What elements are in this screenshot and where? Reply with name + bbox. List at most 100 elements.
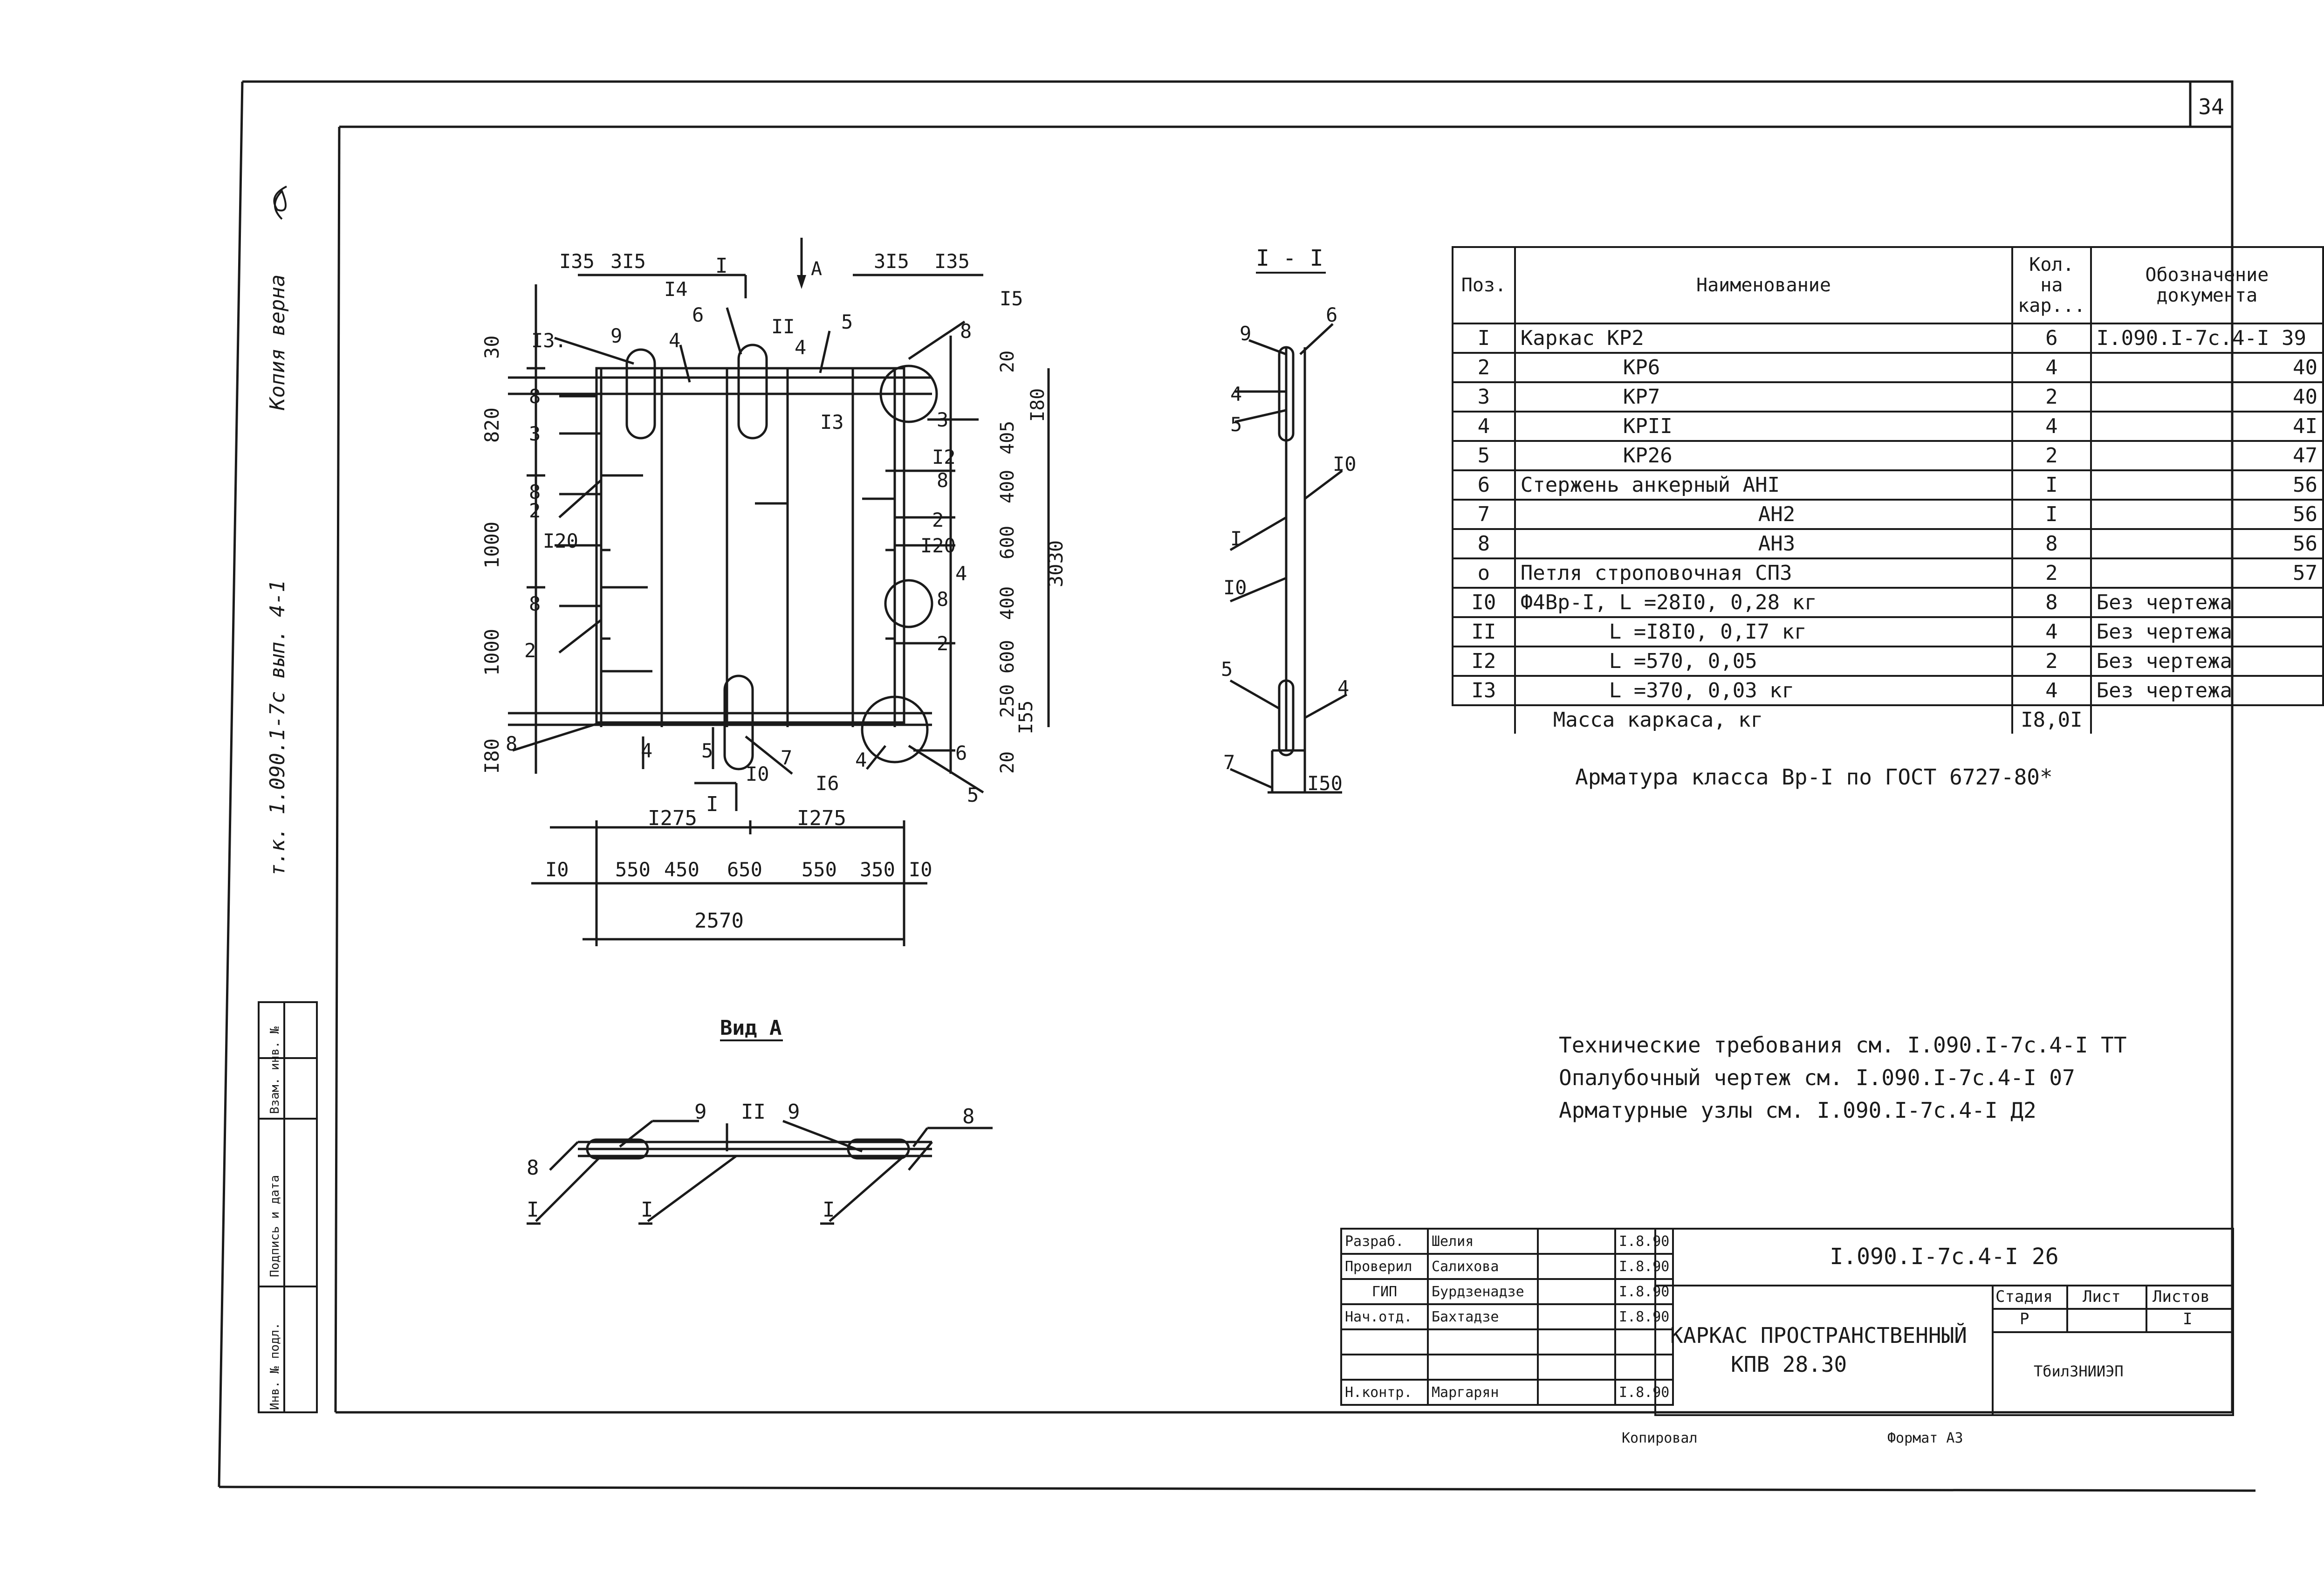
doc-code: I.090.I-7с.4-I 26 <box>1830 1244 2059 1270</box>
svg-text:5: 5 <box>967 784 979 806</box>
svg-text:2: 2 <box>529 499 541 522</box>
mass-value: I8,0I <box>2011 704 2092 734</box>
svg-text:4: 4 <box>669 329 680 352</box>
view-a <box>527 1120 993 1225</box>
dim-top-2: 3I5 <box>610 250 646 273</box>
dim-right-400b: 400 <box>997 586 1018 620</box>
section-view <box>1229 323 1348 794</box>
table-row <box>1340 1328 1674 1355</box>
dim-b2-1: 550 <box>615 858 651 881</box>
svg-text:6: 6 <box>955 742 967 764</box>
dim-right-3030: 3030 <box>1044 540 1067 587</box>
footer-copied: Копировал <box>1622 1430 1698 1446</box>
spec-header-doc: Обозначение документа <box>2090 246 2324 324</box>
dim-right-180: I80 <box>1027 388 1049 422</box>
dim-total-2570: 2570 <box>694 909 744 933</box>
specification-table: Поз. Наименование Кол. на кар... Обознач… <box>1452 246 2324 734</box>
svg-text:I50: I50 <box>1307 772 1343 795</box>
plan-view <box>508 238 1050 946</box>
svg-text:9: 9 <box>694 1100 707 1124</box>
organization: ТбилЗНИИЭП <box>2034 1362 2124 1380</box>
section-labels: 9 6 4 5 I0 I I0 5 4 7 I50 <box>1221 303 1357 795</box>
note-technical: Технические требования см. I.090.I-7с.4-… <box>1559 1032 2127 1058</box>
svg-text:2: 2 <box>937 632 948 655</box>
drawing-title-line1: КАРКАС ПРОСТРАНСТВЕННЫЙ <box>1670 1323 1967 1348</box>
svg-text:9: 9 <box>610 324 622 347</box>
note-nodes: Арматурные узлы см. I.090.I-7с.4-I Д2 <box>1559 1098 2036 1123</box>
svg-text:II: II <box>741 1100 766 1124</box>
sheet-number: 34 <box>2198 94 2224 119</box>
section-mark-bottom: I <box>706 792 719 816</box>
svg-text:4: 4 <box>1337 676 1349 699</box>
svg-text:I0: I0 <box>1333 453 1357 475</box>
dim-left-820: 820 <box>480 407 503 443</box>
stage-value: Р <box>2020 1310 2029 1328</box>
svg-text:8: 8 <box>937 469 948 492</box>
svg-text:I5: I5 <box>1000 287 1023 310</box>
dim-right-400a: 400 <box>997 470 1018 503</box>
svg-text:4: 4 <box>955 562 967 585</box>
dim-top-1: I35 <box>559 250 595 273</box>
spec-header-row: Поз. Наименование Кол. на кар... Обознач… <box>1452 246 2324 324</box>
spec-header-name: Наименование <box>1514 246 2014 324</box>
table-row <box>1340 1354 1674 1381</box>
dim-right-600b: 600 <box>997 640 1018 674</box>
svg-text:8: 8 <box>529 481 541 503</box>
svg-text:7: 7 <box>781 746 792 769</box>
stamp-inv-label: Инв. № подл. <box>268 1322 282 1410</box>
svg-text:I20: I20 <box>543 530 578 552</box>
svg-text:8: 8 <box>937 588 948 611</box>
copy-certified-note: Копия верна <box>266 275 289 411</box>
svg-text:I: I <box>641 1198 653 1222</box>
dim-right-20b: 20 <box>997 751 1018 774</box>
svg-text:I3: I3 <box>820 411 844 433</box>
left-stamp <box>258 1001 318 1413</box>
svg-text:I2: I2 <box>932 446 956 468</box>
copy-signature-icon <box>273 186 287 220</box>
svg-text:8: 8 <box>962 1105 975 1128</box>
svg-text:2: 2 <box>932 509 944 531</box>
svg-text:5: 5 <box>1221 658 1233 681</box>
dim-top-4: I35 <box>934 250 970 273</box>
dim-b2-0: I0 <box>545 858 569 881</box>
dim-right-250: 250 <box>997 684 1018 718</box>
stamp-sign-label: Подпись и дата <box>268 1175 282 1277</box>
svg-text:4: 4 <box>641 739 652 762</box>
svg-text:I3.: I3. <box>531 329 567 352</box>
svg-text:I6: I6 <box>816 772 839 795</box>
dim-left-1000a: 1000 <box>480 522 503 569</box>
svg-text:3: 3 <box>529 422 541 445</box>
dim-top-3: 3I5 <box>874 250 909 273</box>
dim-right-600a: 600 <box>997 526 1018 559</box>
dim-bottom-1275a: I275 <box>648 806 697 830</box>
mass-label: Масса каркаса, кг <box>1514 704 2014 734</box>
dim-right-20: 20 <box>997 351 1018 373</box>
view-a-arrow-icon <box>797 275 806 289</box>
svg-text:II: II <box>771 315 795 338</box>
sheets-label: Листов <box>2153 1287 2210 1306</box>
dim-bottom-1275b: I275 <box>797 806 846 830</box>
reinforcement-note: Арматура класса Вр-I по ГОСТ 6727-80* <box>1575 764 2053 790</box>
svg-text:9: 9 <box>1240 322 1251 345</box>
section-title: I - I <box>1256 245 1323 271</box>
dim-b2-4: 550 <box>802 858 837 881</box>
view-a-labels: 9 II 9 8 8 I I I <box>527 1100 975 1222</box>
dim-b2-2: 450 <box>664 858 699 881</box>
svg-text:5: 5 <box>701 739 713 762</box>
svg-text:8: 8 <box>960 320 972 343</box>
